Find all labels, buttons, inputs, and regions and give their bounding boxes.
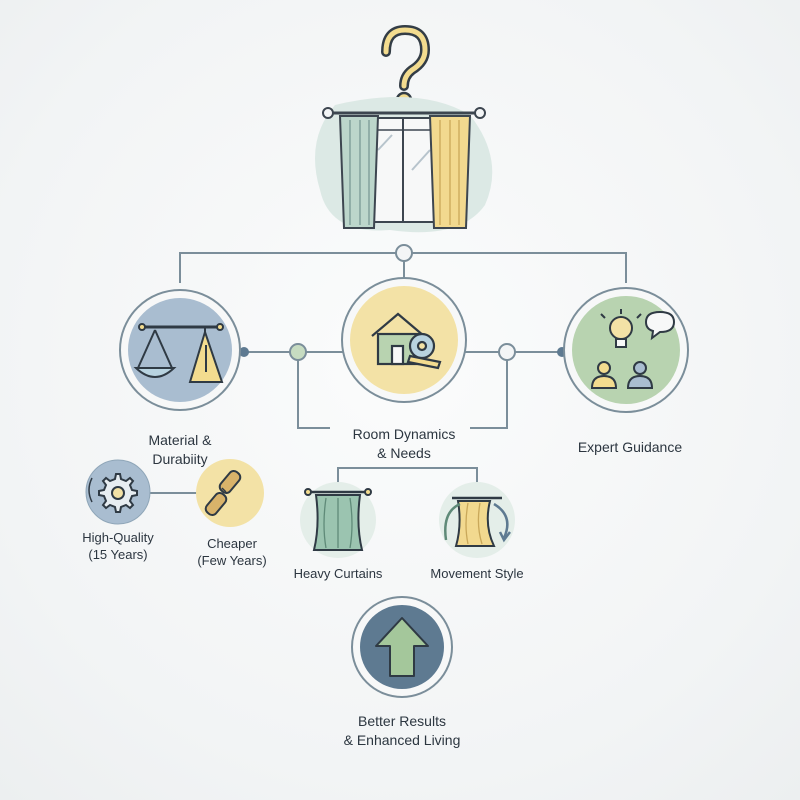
result-label: Better Results & Enhanced Living xyxy=(322,712,482,750)
cheaper-label: Cheaper (Few Years) xyxy=(182,535,282,569)
material-label-line2: Durabiity xyxy=(152,451,208,467)
question-mark-icon xyxy=(381,24,431,109)
heavy-curtains-line1: Heavy Curtains xyxy=(293,566,383,581)
result-node xyxy=(351,596,453,698)
material-label-line1: Material & xyxy=(148,432,212,448)
connector-dots xyxy=(239,244,567,361)
room-dynamics-label: Room Dynamics & Needs xyxy=(334,425,474,463)
room-label-line2: & Needs xyxy=(377,445,431,461)
high-quality-line1: High-Quality xyxy=(82,530,154,545)
material-durability-label: Material & Durabiity xyxy=(118,431,242,469)
cheaper-line1: Cheaper xyxy=(207,536,257,551)
expert-label-line1: Expert Guidance xyxy=(577,439,683,455)
broken-chain-icon xyxy=(204,469,242,517)
window-curtains-icon xyxy=(315,97,493,233)
curtain-movement-icon xyxy=(444,496,511,547)
movement-style-line1: Movement Style xyxy=(430,566,524,581)
expert-guidance-node xyxy=(563,287,689,413)
result-line1: Better Results xyxy=(358,713,446,729)
heavy-curtains-node xyxy=(300,482,376,558)
gear-icon xyxy=(98,473,138,513)
room-label-line1: Room Dynamics xyxy=(352,426,456,442)
high-quality-node xyxy=(85,459,151,525)
balance-scale-icon xyxy=(133,323,224,383)
up-arrow-icon xyxy=(375,617,429,677)
lightbulb-people-icon xyxy=(590,309,676,389)
cheaper-node xyxy=(196,459,264,527)
material-durability-node xyxy=(119,289,241,411)
result-line2: & Enhanced Living xyxy=(343,732,461,748)
heavy-curtain-icon xyxy=(304,488,372,551)
house-tape-measure-icon xyxy=(371,312,442,370)
cheaper-line2: (Few Years) xyxy=(197,553,267,568)
high-quality-line2: (15 Years) xyxy=(88,547,148,562)
room-dynamics-node xyxy=(341,277,467,403)
expert-guidance-label: Expert Guidance xyxy=(560,438,700,457)
heavy-curtains-label: Heavy Curtains xyxy=(283,565,393,582)
movement-style-node xyxy=(439,482,515,558)
high-quality-label: High-Quality (15 Years) xyxy=(68,529,168,563)
movement-style-label: Movement Style xyxy=(422,565,532,582)
